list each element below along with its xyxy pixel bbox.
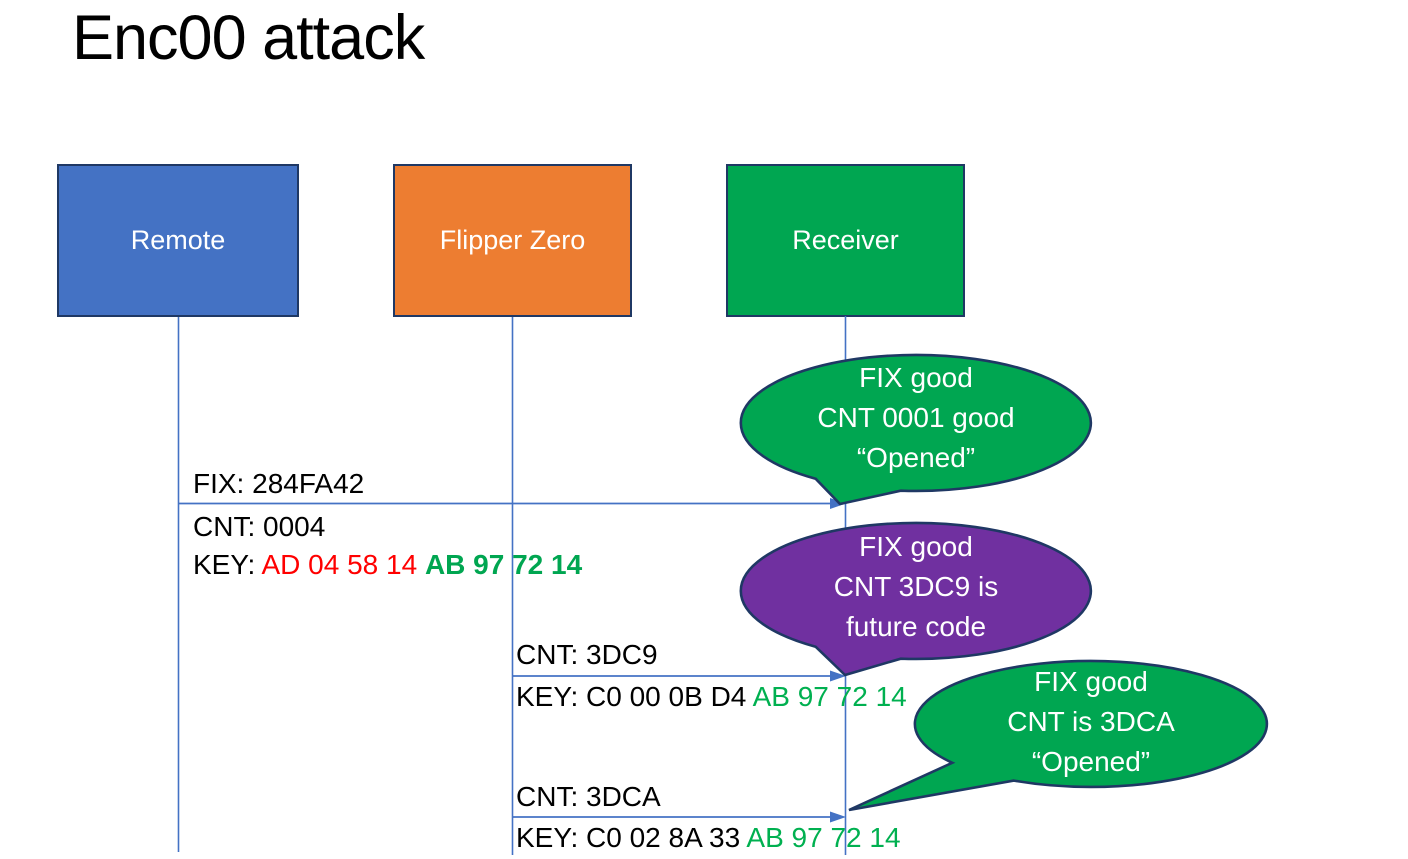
callout3-line3: “Opened” (1031, 746, 1151, 777)
actor-box-remote: Remote (57, 164, 299, 317)
callout-bubble-opened-1 (739, 353, 1093, 506)
callout1-line3: “Opened” (856, 442, 976, 473)
message2-key: KEY: C0 00 0B D4 AB 97 72 14 (516, 679, 907, 715)
message2-cnt: CNT: 3DC9 (516, 639, 658, 670)
callout1-line2: CNT 0001 good (817, 402, 1015, 433)
message3-cnt: CNT: 3DCA (516, 781, 661, 812)
message1-key-prefix: KEY: (193, 549, 262, 580)
message1-cnt: CNT: 0004 (193, 511, 326, 542)
callout1-line1: FIX good (859, 362, 973, 393)
message3-key: KEY: C0 02 8A 33 AB 97 72 14 (516, 820, 901, 856)
arrowhead-icon (830, 811, 846, 823)
callout2-line2: CNT 3DC9 is (833, 571, 999, 602)
callout3-line2: CNT is 3DCA (1007, 706, 1175, 737)
message2-key-prefix: KEY: C0 00 0B D4 (516, 681, 753, 712)
callout2-text: FIX good CNT 3DC9 is future code (741, 527, 1091, 647)
message2-key-green-bytes: AB 97 72 14 (752, 681, 907, 712)
actor-box-flipper-zero: Flipper Zero (393, 164, 632, 317)
actor-label-remote: Remote (130, 225, 226, 255)
message1-fix: FIX: 284FA42 (193, 468, 365, 499)
callout-bubble-future-code (739, 521, 1093, 677)
slide-title: Enc00 attack (72, 3, 425, 73)
callout3-text: FIX good CNT is 3DCA “Opened” (915, 662, 1267, 782)
actor-label-flipper-zero: Flipper Zero (439, 225, 586, 255)
callout3-line1: FIX good (1034, 666, 1148, 697)
actor-box-receiver: Receiver (726, 164, 965, 317)
message1-key-green-bytes: AB 97 72 14 (424, 549, 583, 580)
message1-key-red-bytes: AD 04 58 14 (261, 549, 425, 580)
message3-key-prefix: KEY: C0 02 8A 33 (516, 822, 747, 853)
callout1-text: FIX good CNT 0001 good “Opened” (741, 358, 1091, 478)
callout2-line1: FIX good (859, 531, 973, 562)
message1-key: KEY: AD 04 58 14 AB 97 72 14 (193, 547, 582, 583)
actor-label-receiver: Receiver (792, 225, 899, 255)
message3-key-green-bytes: AB 97 72 14 (746, 822, 901, 853)
callout-bubble-opened-2 (848, 659, 1269, 812)
arrowhead-icon (830, 670, 846, 682)
callout2-line3: future code (845, 611, 987, 642)
